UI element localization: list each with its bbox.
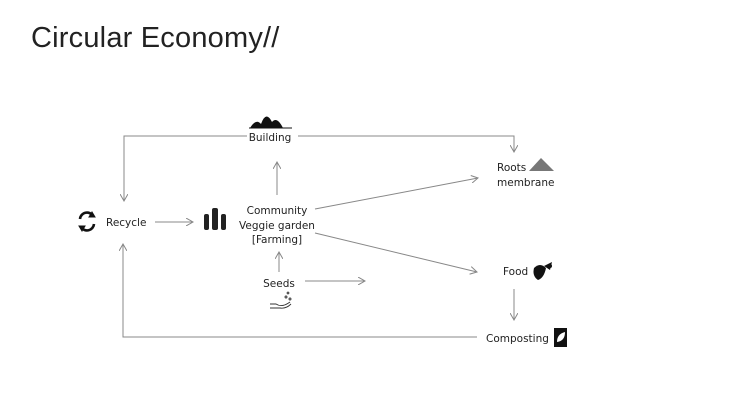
node-recycle: Recycle — [106, 217, 146, 229]
mountains-icon — [249, 116, 292, 129]
hand-seeds-icon — [270, 291, 292, 309]
recycle-icon — [78, 211, 96, 232]
compost-leaf-icon — [554, 328, 567, 347]
node-garden-line2: Veggie garden — [239, 220, 315, 232]
edge-building-recycle — [124, 135, 247, 201]
pyramid-icon — [529, 158, 554, 171]
edge-building-roots — [298, 135, 514, 152]
vegetables-icon — [533, 262, 552, 280]
node-food: Food — [503, 266, 528, 278]
node-roots-line1: Roots — [497, 162, 526, 174]
node-composting: Composting — [486, 333, 549, 345]
node-garden-line1: Community — [247, 205, 308, 217]
node-roots-line2: membrane — [497, 177, 554, 189]
wheat-icon — [204, 208, 226, 230]
edge-composting-recycle — [123, 244, 477, 338]
node-building: Building — [249, 132, 292, 144]
edge-garden-food — [314, 232, 477, 272]
node-garden-line3: [Farming] — [252, 234, 302, 246]
node-seeds: Seeds — [263, 278, 295, 290]
edge-garden-roots — [314, 178, 478, 210]
page-title: Circular Economy// — [31, 22, 280, 54]
